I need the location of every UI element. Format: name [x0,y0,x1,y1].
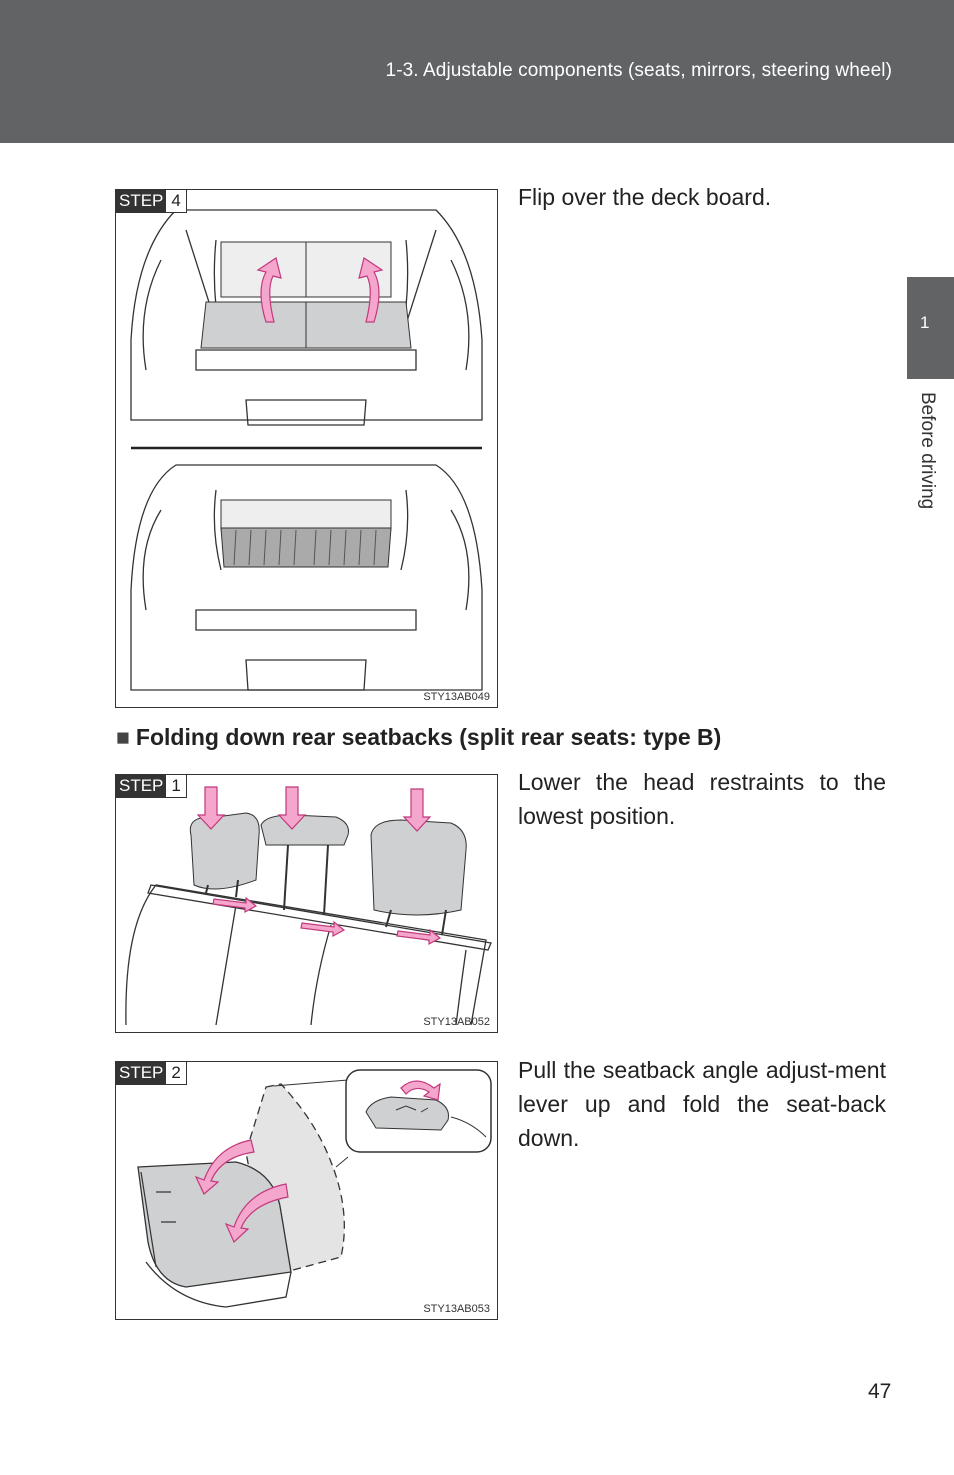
chapter-tab[interactable]: 1 [907,277,954,379]
seatback-fold-illustration [137,1069,492,1308]
step-badge: STEP 4 [116,190,187,213]
figure-code: STY13AB053 [423,1303,490,1315]
chapter-number: 1 [920,313,930,332]
figure-step2: STEP 2 STY13AB053 [115,1061,498,1320]
step-number: 2 [166,1062,186,1084]
step4-text: Flip over the deck board. [518,184,772,210]
page-number: 47 [868,1380,892,1403]
figure-code: STY13AB049 [423,691,490,703]
heading-bullet: ■ [116,724,130,750]
head-restraint-illustration [125,786,492,1026]
header-title: 1-3. Adjustable components (seats, mirro… [385,60,892,81]
step-word: STEP [116,775,167,797]
figure-step4: STEP 4 STY13AB049 [115,189,498,708]
page-header: 1-3. Adjustable components (seats, mirro… [0,0,954,143]
step-number: 4 [166,190,186,212]
step2-text: Pull the seatback angle adjust-ment leve… [518,1057,886,1151]
figure-step1: STEP 1 STY13AB052 [115,774,498,1033]
step-badge: STEP 1 [116,775,187,798]
step-badge: STEP 2 [116,1062,187,1085]
figure-code: STY13AB052 [423,1016,490,1028]
step1-text: Lower the head restraints to the lowest … [518,769,886,829]
step-number: 1 [166,775,186,797]
heading-text: Folding down rear seatbacks (split rear … [135,724,722,750]
chapter-label: Before driving [917,392,938,510]
step-word: STEP [116,190,167,212]
section-heading: ■Folding down rear seatbacks (split rear… [116,724,721,751]
step-word: STEP [116,1062,167,1084]
trunk-illustration [130,209,483,691]
